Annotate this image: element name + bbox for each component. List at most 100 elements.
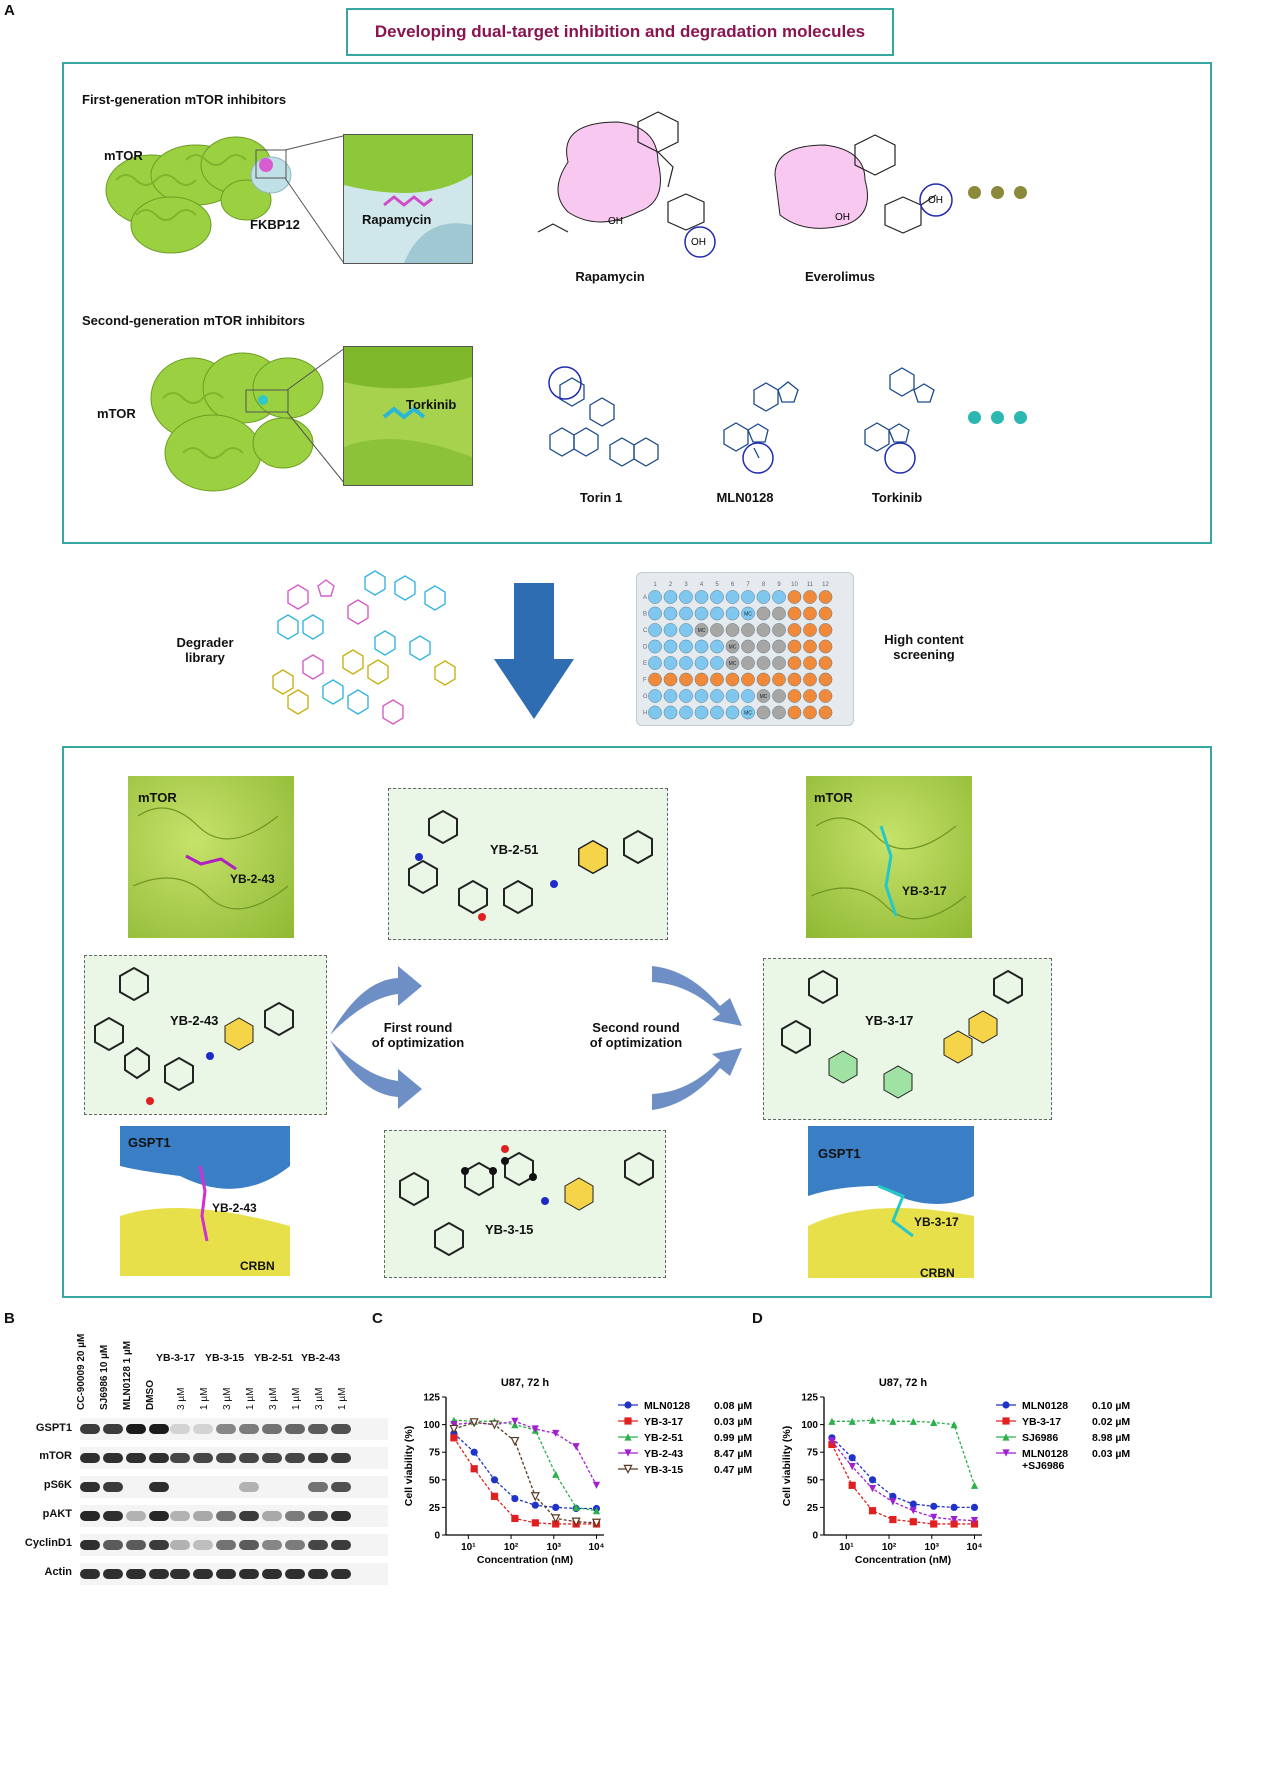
plate-well xyxy=(725,606,740,621)
y-tick-label: 50 xyxy=(429,1475,441,1486)
blot-label-cyclind1: CyclinD1 xyxy=(24,1537,72,1549)
plate-well xyxy=(710,606,724,621)
x-tick-label: 10¹ xyxy=(461,1542,476,1553)
data-point xyxy=(848,1462,856,1471)
blot-band xyxy=(239,1540,259,1550)
data-point xyxy=(868,1485,877,1493)
blot-band xyxy=(193,1569,213,1579)
plate-well xyxy=(741,689,755,703)
blot-band xyxy=(170,1569,190,1579)
plate-well xyxy=(787,672,802,687)
plate-well xyxy=(803,606,817,621)
blot-band xyxy=(103,1453,123,1463)
plate-well xyxy=(756,689,771,703)
data-point xyxy=(868,1476,877,1484)
plate-row-label: D xyxy=(643,645,648,651)
data-point xyxy=(592,1507,601,1515)
mtor-protein-structure-1 xyxy=(105,136,292,254)
data-point xyxy=(511,1417,519,1425)
data-point xyxy=(490,1492,499,1500)
blot-band xyxy=(149,1424,169,1434)
legend-name: SJ6986 xyxy=(1022,1432,1058,1444)
lane-label-cc90009: CC-90009 20 µM xyxy=(76,1333,87,1410)
plate-well xyxy=(710,705,724,720)
more-compounds-teal-dots xyxy=(968,411,1037,429)
plate-well xyxy=(772,656,786,670)
plate-well xyxy=(818,623,833,637)
dose-label: 1 µM xyxy=(245,1387,256,1410)
mtor-surface-yb243 xyxy=(128,776,294,938)
blot-band xyxy=(126,1511,146,1521)
blot-band xyxy=(308,1511,328,1521)
blot-band xyxy=(170,1453,190,1463)
everolimus-structure: OH OH xyxy=(774,134,953,234)
data-point xyxy=(572,1443,580,1451)
blot-band xyxy=(285,1453,305,1463)
fkbp12-label: FKBP12 xyxy=(250,217,300,232)
plate-well xyxy=(818,656,833,670)
plate-well xyxy=(679,639,693,654)
plate-well xyxy=(741,705,755,720)
first-gen-heading: First-generation mTOR inhibitors xyxy=(82,92,287,107)
plate-well xyxy=(756,639,771,654)
data-point xyxy=(950,1520,958,1528)
y-tick-label: 125 xyxy=(801,1393,818,1404)
data-point xyxy=(571,1517,581,1527)
series-line xyxy=(453,1432,597,1510)
plate-well xyxy=(741,656,755,670)
legend-name: YB-3-17 xyxy=(1022,1416,1061,1428)
blot-band xyxy=(80,1482,100,1492)
blot-band xyxy=(308,1482,328,1492)
plate-well xyxy=(803,656,817,670)
blot-band xyxy=(149,1511,169,1521)
plate-well xyxy=(818,590,833,604)
blot-band xyxy=(331,1453,351,1463)
plate-well xyxy=(756,623,771,637)
figure-title: Developing dual-target inhibition and de… xyxy=(346,8,894,56)
plate-well xyxy=(787,656,802,670)
legend-ic50: 0.99 µM xyxy=(714,1432,752,1444)
blot-band xyxy=(308,1424,328,1434)
torkinib-zoom-view xyxy=(343,346,473,486)
legend-ic50: 0.10 µM xyxy=(1092,1400,1130,1412)
plate-well xyxy=(663,623,678,637)
zoom-lines-2 xyxy=(286,347,346,485)
plate-well xyxy=(710,656,724,670)
data-point xyxy=(489,1420,500,1430)
crbn-label-left: CRBN xyxy=(240,1259,275,1273)
plate-mc-label: MC xyxy=(760,694,768,700)
plate-well xyxy=(803,639,817,654)
data-point xyxy=(1002,1433,1010,1441)
yb317-surface-label: YB-3-17 xyxy=(902,884,947,898)
rapamycin-structure: OH OH xyxy=(537,111,716,258)
plate-well xyxy=(756,672,771,687)
y-tick-label: 0 xyxy=(434,1531,440,1542)
plate-well xyxy=(694,590,709,604)
y-tick-label: 50 xyxy=(807,1475,819,1486)
plate-well xyxy=(741,639,755,654)
plate-well xyxy=(679,606,693,621)
plate-well xyxy=(818,639,833,654)
blot-strip xyxy=(80,1505,388,1527)
data-point xyxy=(930,1418,938,1426)
data-point xyxy=(970,1503,979,1511)
compound-torkinib: Torkinib xyxy=(871,490,923,505)
blot-band xyxy=(170,1511,190,1521)
degrader-library-structures xyxy=(272,579,404,725)
legend-ic50: 0.02 µM xyxy=(1092,1416,1130,1428)
data-point xyxy=(909,1507,917,1515)
degrader-library-label: Degrader library xyxy=(176,635,234,665)
plate-well xyxy=(803,689,817,703)
gspt1-crbn-complex-left xyxy=(120,1126,290,1276)
data-point xyxy=(624,1449,632,1457)
x-tick-label: 10⁴ xyxy=(588,1542,604,1553)
plate-well xyxy=(694,639,709,654)
plate-well xyxy=(725,590,740,604)
data-point xyxy=(511,1514,519,1523)
legend-name: YB-3-15 xyxy=(644,1464,683,1476)
y-tick-label: 100 xyxy=(801,1420,818,1431)
data-point xyxy=(909,1417,917,1425)
plate-well xyxy=(756,606,771,621)
blot-strip xyxy=(80,1447,388,1469)
x-tick-label: 10³ xyxy=(547,1542,562,1553)
